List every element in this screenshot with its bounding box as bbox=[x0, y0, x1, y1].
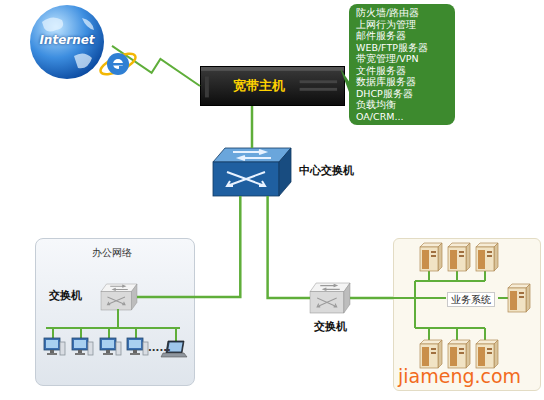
callout-item: 邮件服务器 bbox=[356, 31, 406, 41]
server-host: 宽带主机 bbox=[200, 66, 345, 106]
network-cable bbox=[268, 196, 310, 298]
callout-item: WEB/FTP服务器 bbox=[356, 43, 428, 53]
office-switch-shape bbox=[101, 284, 137, 310]
callout-item: 文件服务器 bbox=[356, 66, 406, 76]
switch-label: 交换机 bbox=[308, 321, 352, 333]
callout-item: 上网行为管理 bbox=[356, 20, 416, 30]
network-cable bbox=[350, 297, 393, 300]
globe-label: Internet bbox=[22, 34, 112, 47]
network-cable bbox=[251, 106, 254, 148]
core-switch: 中心交换机 bbox=[213, 148, 291, 196]
core-switch-shape bbox=[213, 148, 291, 196]
callout-item: 防火墙/路由器 bbox=[356, 8, 419, 18]
switch-label: 中心交换机 bbox=[299, 165, 354, 177]
watermark: jiameng.com bbox=[398, 365, 521, 387]
callout-item: OA/CRM... bbox=[356, 112, 404, 122]
system-label: 业务系统 bbox=[447, 292, 495, 307]
wireless-link bbox=[112, 46, 200, 86]
browser-logo bbox=[98, 50, 138, 79]
callout-item: DHCP服务器 bbox=[356, 89, 413, 99]
callout-item: 数据库服务器 bbox=[356, 77, 416, 87]
switch-label: 交换机 bbox=[49, 290, 82, 302]
callout-item: 带宽管理/VPN bbox=[356, 54, 419, 64]
office-switch: 交换机 bbox=[101, 284, 137, 310]
office-panel: 办公网络交换机 bbox=[35, 238, 195, 386]
panel-title: 办公网络 bbox=[92, 247, 132, 258]
internet-globe: Internet bbox=[22, 4, 112, 80]
service-switch-shape bbox=[310, 283, 350, 313]
host-label: 宽带主机 bbox=[233, 79, 285, 93]
callout-item: 负载均衡 bbox=[356, 100, 396, 110]
service-switch: 交换机 bbox=[310, 283, 350, 313]
ellipsis: ...... bbox=[148, 342, 171, 353]
feature-callout: 防火墙/路由器上网行为管理邮件服务器 WEB/FTP服务器带宽管理/VPN 文件服务… bbox=[349, 4, 455, 125]
